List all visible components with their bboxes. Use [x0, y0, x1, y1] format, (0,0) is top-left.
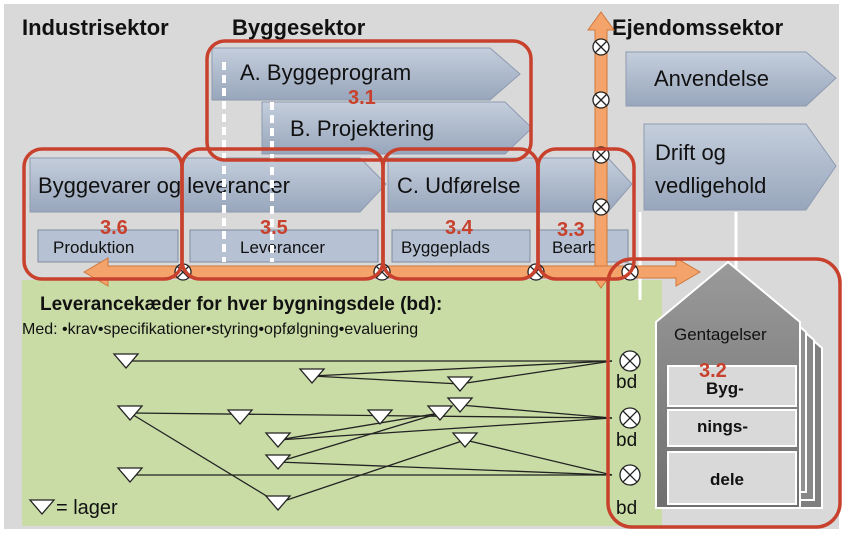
phase-drift-label-1: Drift og [655, 140, 726, 165]
phase-b-label: B. Projektering [290, 116, 434, 141]
lager-triangle [112, 353, 140, 369]
lager-triangle [426, 405, 454, 421]
legend-lager-triangle [28, 499, 56, 515]
lager-triangle [264, 495, 292, 511]
chain-title: Leverancekæder for hver bygningsdele (bd… [40, 294, 442, 315]
house-stack [655, 260, 823, 509]
junction-icon [619, 407, 641, 429]
bd-label-2: bd [616, 430, 637, 451]
subphase-produktion-box [37, 229, 179, 263]
phase-anvendelse-label: Anvendelse [654, 66, 769, 91]
header-ejendomssektor: Ejendomssektor [612, 15, 784, 40]
lager-triangle [116, 467, 144, 483]
junction-icon [619, 464, 641, 486]
marker-3-2: 3.2 [699, 360, 727, 382]
lager-triangle [116, 405, 144, 421]
phase-drift-arrow [643, 123, 837, 211]
marker-3-3: 3.3 [557, 219, 585, 241]
subphase-byggeplads-label: Byggeplads [401, 238, 490, 257]
region-3-1 [205, 39, 533, 162]
phase-byggevarer-arrow [29, 157, 387, 213]
junction-icon [592, 146, 610, 164]
lager-triangle [446, 397, 474, 413]
supply-chain-panel [22, 280, 662, 526]
lager-triangle [298, 368, 326, 384]
phase-a-label: A. Byggeprogram [240, 60, 411, 85]
subphase-bearb-box [537, 229, 629, 263]
phase-c-arrow [387, 157, 633, 213]
bd-label-1: bd [616, 372, 637, 393]
phase-anvendelse-arrow [625, 51, 837, 107]
subphase-leverancer-label: Leverancer [240, 238, 325, 257]
header-industrisektor: Industrisektor [22, 15, 169, 40]
marker-3-5: 3.5 [260, 217, 288, 239]
subphase-leverancer-box [189, 229, 379, 263]
lager-triangle [366, 409, 394, 425]
phase-b-arrow [261, 101, 533, 155]
house-label-line3: dele [710, 470, 744, 489]
region-3-2 [606, 257, 842, 529]
house-label-line2: nings- [697, 417, 748, 436]
lager-triangle [226, 409, 254, 425]
house-gentagelser-label: Gentagelser [674, 325, 767, 344]
highlight-regions [22, 39, 842, 529]
legend-lager-label: = lager [56, 497, 118, 519]
junction-icon [619, 350, 641, 372]
region-3-3 [536, 147, 636, 281]
subphase-bearb-label: Bearb. [552, 238, 602, 257]
phase-c-label: C. Udførelse [397, 173, 520, 198]
marker-3-1: 3.1 [348, 87, 376, 109]
lager-triangle [451, 432, 479, 448]
lager-triangle [264, 432, 292, 448]
phase-a-arrow [211, 47, 521, 101]
marker-3-4: 3.4 [445, 217, 474, 239]
lager-triangles [28, 353, 479, 515]
house-label-line1: Byg- [706, 379, 744, 398]
junction-icon [592, 198, 610, 216]
lager-triangle [264, 454, 292, 470]
junction-icon [592, 38, 610, 56]
phase-byggevarer-label: Byggevarer og leverancer [38, 173, 290, 198]
lager-triangle [446, 376, 474, 392]
marker-3-6: 3.6 [100, 217, 128, 239]
bd-label-3: bd [616, 498, 637, 519]
subphase-byggeplads-box [391, 229, 531, 263]
junction-icon [592, 91, 610, 109]
supply-chain-lines [126, 360, 613, 504]
chain-subtitle: Med: •krav•specifikationer•styring•opføl… [22, 321, 418, 338]
phase-drift-label-2: vedligehold [655, 173, 766, 198]
header-byggesektor: Byggesektor [232, 15, 366, 40]
subphase-produktion-label: Produktion [53, 238, 134, 257]
